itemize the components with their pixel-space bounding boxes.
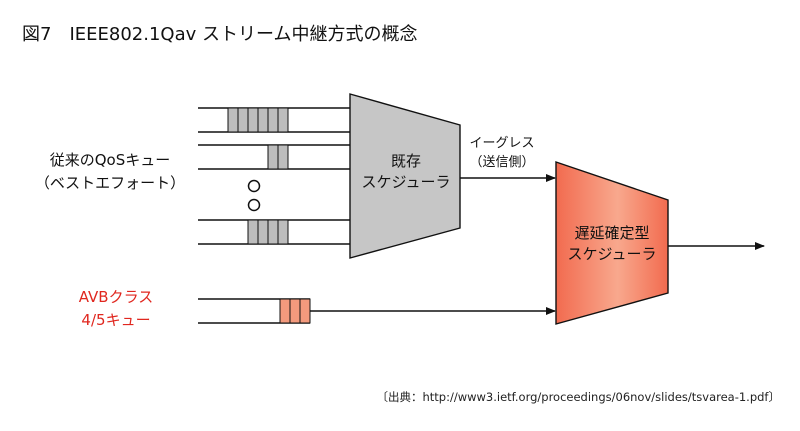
source-credit: 〔出典：http://www3.ietf.org/proceedings/06n… — [376, 390, 780, 404]
qos-queue-2 — [198, 144, 350, 170]
ellipsis-dot-1 — [247, 179, 261, 193]
qos-queue-label-line2: （ベストエフォート） — [35, 174, 185, 192]
qos-queue-label-line1: 従来のQoSキュー — [50, 151, 171, 169]
egress-label-line2: （送信側） — [469, 155, 534, 170]
figure-title: 図7 IEEE802.1Qav ストリーム中継方式の概念 — [22, 23, 417, 45]
ellipsis-dot-2 — [247, 198, 261, 212]
avb-class-label-line2: 4/5キュー — [81, 311, 150, 329]
deterministic-scheduler-label-line1: 遅延確定型 — [574, 224, 649, 242]
existing-scheduler-label-line1: 既存 — [391, 152, 421, 170]
deterministic-scheduler-label-line2: スケジューラ — [568, 245, 657, 263]
existing-scheduler-label-line2: スケジューラ — [362, 173, 451, 191]
avb-class-label-line1: AVBクラス — [79, 288, 154, 306]
avb-queue — [198, 298, 311, 324]
qos-queue-3 — [198, 219, 350, 245]
qos-queue-1 — [198, 107, 350, 133]
deterministic-scheduler — [555, 161, 669, 325]
existing-scheduler — [349, 93, 461, 259]
egress-label-line1: イーグレス — [469, 136, 534, 151]
